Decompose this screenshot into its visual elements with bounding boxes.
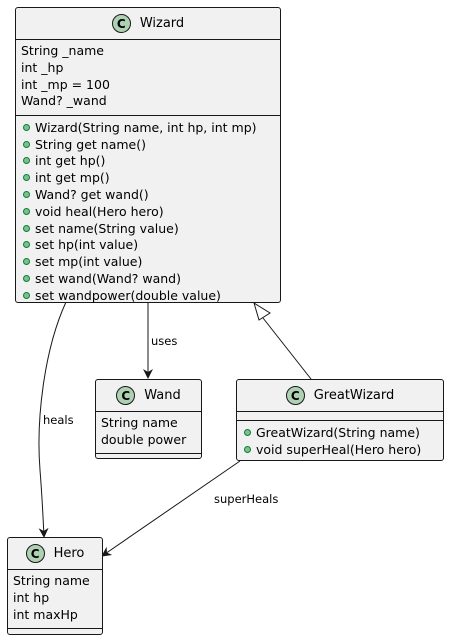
inheritance-arrowhead — [253, 301, 271, 321]
public-method-icon — [23, 174, 30, 182]
method: set wand(Wand? wand) — [21, 270, 280, 287]
class-great-wizard: C GreatWizard GreatWizard(String name) v… — [236, 379, 444, 461]
public-method-icon — [23, 291, 30, 299]
public-method-icon — [244, 445, 251, 453]
public-method-icon — [23, 224, 30, 232]
method: String get name() — [21, 136, 280, 153]
method: void superHeal(Hero hero) — [242, 441, 443, 458]
class-great-wizard-header: C GreatWizard — [237, 380, 443, 412]
method: int get hp() — [21, 153, 280, 170]
attribute: String name — [101, 415, 178, 430]
method: Wizard(String name, int hp, int mp) — [21, 119, 280, 136]
method: set mp(int value) — [21, 253, 280, 270]
attribute: String name — [13, 573, 90, 588]
class-wizard-name: Wizard — [139, 16, 185, 31]
class-great-wizard-methods: GreatWizard(String name) void superHeal(… — [237, 421, 443, 458]
class-wizard: C Wizard String _name int _hp int _mp = … — [15, 7, 281, 303]
class-icon: C — [111, 14, 131, 33]
public-method-icon — [23, 275, 30, 283]
public-method-icon — [23, 258, 30, 266]
class-hero-attributes: String name int hp int maxHp — [8, 570, 102, 629]
method: void heal(Hero hero) — [21, 203, 280, 220]
class-wand-header: C Wand — [96, 380, 201, 412]
class-great-wizard-attributes — [237, 412, 443, 421]
super-heals-label: superHeals — [214, 492, 279, 506]
attribute: double power — [101, 431, 187, 447]
method: set hp(int value) — [21, 237, 280, 254]
public-method-icon — [23, 207, 30, 215]
heals-label: heals — [43, 413, 74, 427]
class-wand: C Wand String name double power — [95, 379, 202, 459]
method: int get mp() — [21, 169, 280, 186]
class-wizard-header: C Wizard — [16, 8, 280, 40]
method: set name(String value) — [21, 220, 280, 237]
method: GreatWizard(String name) — [242, 424, 443, 441]
super-heals-edge — [101, 460, 241, 557]
attribute: int _hp — [21, 59, 64, 75]
class-hero: C Hero String name int hp int maxHp — [7, 537, 103, 635]
attribute: int _mp = 100 — [21, 76, 110, 92]
class-icon: C — [285, 386, 305, 405]
attribute: int hp — [13, 589, 50, 605]
class-wand-attributes: String name double power — [96, 412, 201, 454]
public-method-icon — [23, 241, 30, 249]
class-great-wizard-name: GreatWizard — [313, 388, 395, 403]
uses-label: uses — [151, 334, 178, 348]
method: set wandpower(double value) — [21, 287, 280, 304]
public-method-icon — [23, 157, 30, 165]
public-method-icon — [244, 428, 251, 436]
class-wizard-methods: Wizard(String name, int hp, int mp) Stri… — [16, 116, 280, 304]
class-wand-name: Wand — [144, 388, 181, 403]
method: Wand? get wand() — [21, 186, 280, 203]
class-icon: C — [25, 544, 45, 563]
attribute: int maxHp — [13, 606, 78, 622]
attribute: String _name — [21, 43, 104, 58]
heals-edge — [38, 301, 67, 538]
public-method-icon — [23, 123, 30, 131]
class-hero-name: Hero — [53, 546, 85, 561]
class-wizard-attributes: String _name int _hp int _mp = 100 Wand?… — [16, 40, 280, 116]
attribute: Wand? _wand — [21, 93, 107, 109]
public-method-icon — [23, 191, 30, 199]
class-hero-header: C Hero — [8, 538, 102, 570]
inheritance-edge — [262, 317, 312, 380]
class-icon: C — [116, 386, 136, 405]
public-method-icon — [23, 140, 30, 148]
